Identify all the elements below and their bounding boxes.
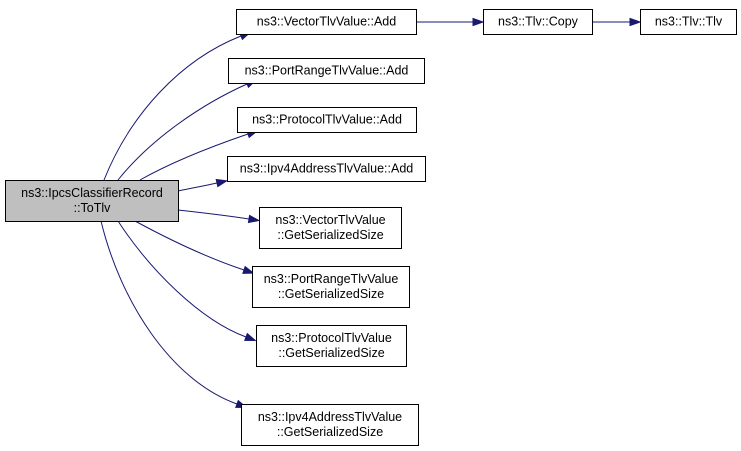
edge-root-to-ptlv_add <box>139 133 249 181</box>
node-ptlv-size[interactable]: ns3::ProtocolTlvValue::GetSerializedSize <box>256 325 407 367</box>
arrowhead-root-to-vtlv_size <box>247 214 261 224</box>
node-root[interactable]: ns3::IpcsClassifierRecord::ToTlv <box>5 180 179 222</box>
node-label: ::GetSerializedSize <box>277 425 383 439</box>
node-box <box>256 325 407 367</box>
arrowhead-tlv_copy-to-tlv_tlv <box>629 17 642 27</box>
edge-root-to-ptlv_size <box>117 220 247 338</box>
node-box <box>259 207 402 249</box>
node-label: ns3::ProtocolTlvValue <box>271 331 392 345</box>
node-label: ::ToTlv <box>74 201 112 215</box>
node-box <box>5 180 179 222</box>
node-label: ns3::PortRangeTlvValue <box>264 272 399 286</box>
edge-root-to-vtlv_add <box>103 35 242 181</box>
node-label: ns3::Tlv::Copy <box>498 15 579 29</box>
arrowhead-root-to-ptlv_size <box>244 332 257 342</box>
node-box <box>483 9 593 35</box>
node-ipv4tlv-size[interactable]: ns3::Ipv4AddressTlvValue::GetSerializedS… <box>241 404 419 446</box>
edge-root-to-prtlv_add <box>117 83 248 181</box>
edge-root-to-vtlv_size <box>177 209 250 220</box>
node-box <box>227 156 426 182</box>
node-box <box>236 9 417 35</box>
node-box <box>228 58 425 84</box>
arrowhead-vtlv_add-to-tlv_copy <box>472 17 485 27</box>
node-box <box>640 9 737 35</box>
edge-root-to-ipv4tlv_add <box>177 182 218 192</box>
node-box <box>237 107 417 133</box>
edge-root-to-ipv4tlv_size <box>100 220 238 405</box>
node-label: ns3::VectorTlvValue::Add <box>257 15 396 29</box>
node-box <box>252 266 410 308</box>
node-ptlv-add[interactable]: ns3::ProtocolTlvValue::Add <box>237 107 417 133</box>
node-label: ns3::PortRangeTlvValue::Add <box>245 64 409 78</box>
node-label: ns3::Ipv4AddressTlvValue <box>258 410 402 424</box>
node-box <box>241 404 419 446</box>
edge-root-to-prtlv_size <box>134 220 245 271</box>
node-label: ::GetSerializedSize <box>277 228 383 242</box>
node-vtlv-add[interactable]: ns3::VectorTlvValue::Add <box>236 9 417 35</box>
node-ipv4tlv-add[interactable]: ns3::Ipv4AddressTlvValue::Add <box>227 156 426 182</box>
node-label: ::GetSerializedSize <box>278 346 384 360</box>
node-label: ns3::Ipv4AddressTlvValue::Add <box>240 162 414 176</box>
node-tlv-tlv[interactable]: ns3::Tlv::Tlv <box>640 9 737 35</box>
node-prtlv-add[interactable]: ns3::PortRangeTlvValue::Add <box>228 58 425 84</box>
node-label: ns3::IpcsClassifierRecord <box>21 186 163 200</box>
node-label: ns3::Tlv::Tlv <box>655 15 723 29</box>
node-prtlv-size[interactable]: ns3::PortRangeTlvValue::GetSerializedSiz… <box>252 266 410 308</box>
node-label: ns3::VectorTlvValue <box>275 213 385 227</box>
node-label: ::GetSerializedSize <box>278 287 384 301</box>
node-tlv-copy[interactable]: ns3::Tlv::Copy <box>483 9 593 35</box>
arrowhead-root-to-ipv4tlv_add <box>215 178 229 188</box>
arrowhead-root-to-prtlv_size <box>242 265 255 274</box>
node-vtlv-size[interactable]: ns3::VectorTlvValue::GetSerializedSize <box>259 207 402 249</box>
node-label: ns3::ProtocolTlvValue::Add <box>252 113 402 127</box>
